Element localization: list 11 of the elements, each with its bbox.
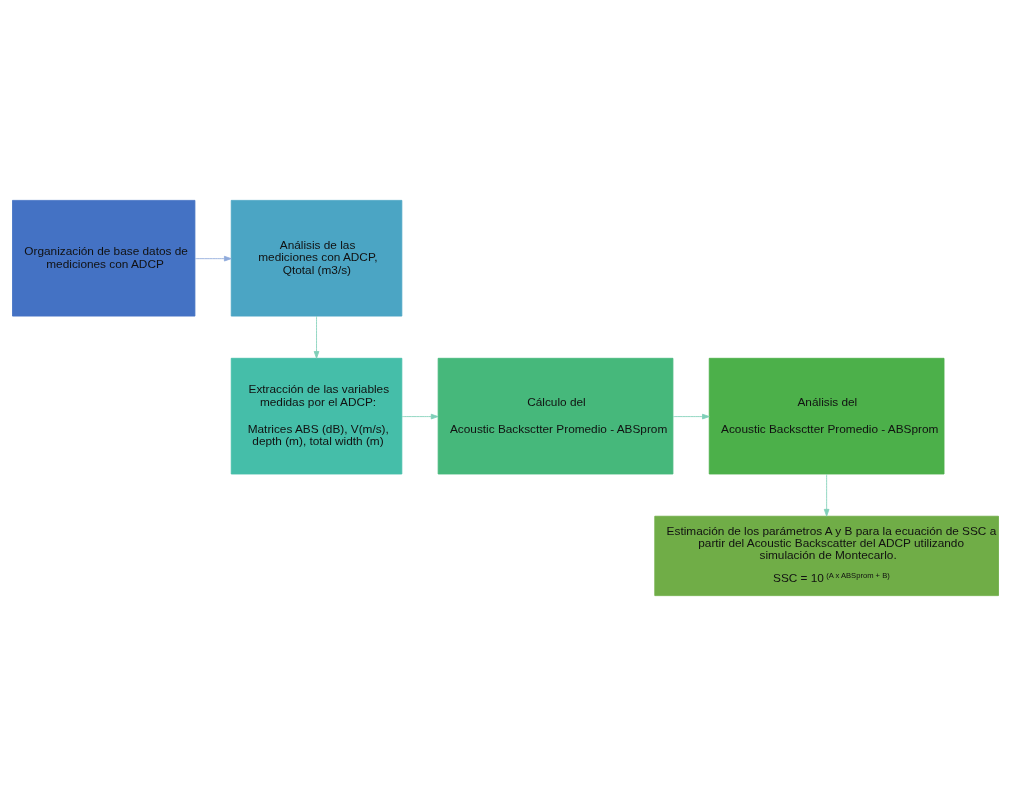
arrow [401,413,439,420]
node-box: Análisis de las mediciones con ADCP, Qtotal (m3/s) [230,199,403,317]
arrow [313,315,320,359]
node-box: Cálculo del Acoustic Backsctter Promedio - ABSprom [437,357,674,475]
node-box: Organización de base datos de mediciones con ADCP [12,199,196,317]
node-box: Estimación de los parámetros A y B para la ecuación de SSC a partir del Acoustic Backscatter del ADCP utilizando simulación de Montecarlo. SSC = 10 $^{(A x ABSprom + B)}$ [654,515,999,597]
arrow [194,255,232,262]
arrow [672,413,710,420]
arrow [823,473,830,517]
node-box: Extracción de las variables medidas por el ADCP: Matrices ABS (dB), V(m/s), depth (m), total width (m) [230,357,403,475]
node-box: Análisis del Acoustic Backsctter Promedio - ABSprom [708,357,945,475]
